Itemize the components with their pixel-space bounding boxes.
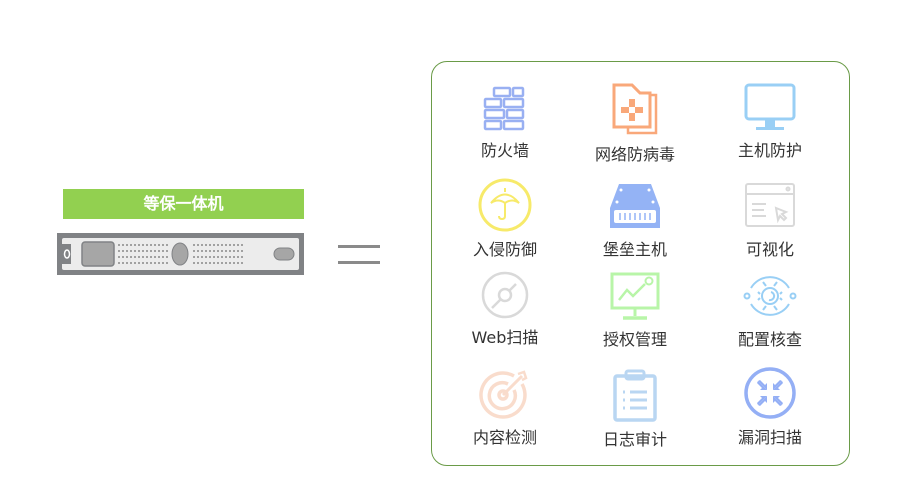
feature-bastion-host: 堡垒主机	[565, 180, 705, 260]
feature-label: 网络防病毒	[594, 145, 675, 164]
gear-orbit-icon	[743, 276, 797, 316]
feature-label: 主机防护	[737, 141, 802, 160]
monitor-icon	[744, 83, 796, 130]
feature-log-audit: 日志审计	[565, 368, 705, 450]
firewall-icon	[483, 86, 525, 131]
features-panel	[431, 61, 850, 466]
feature-label: 入侵防御	[472, 240, 537, 259]
feature-intrusion-prevention: 入侵防御	[435, 178, 575, 260]
feature-vulnerability-scan: 漏洞扫描	[700, 366, 840, 448]
feature-label: 可视化	[745, 240, 794, 259]
chart-monitor-icon	[610, 272, 660, 320]
equals-sign-top	[338, 245, 380, 248]
server-rack-icon	[57, 233, 304, 275]
umbrella-icon	[478, 178, 532, 232]
feature-authorization-management: 授权管理	[565, 272, 705, 350]
feature-label: 防火墙	[480, 141, 529, 160]
feature-label: 内容检测	[472, 428, 537, 447]
arrows-inward-icon	[744, 367, 796, 419]
feature-label: 授权管理	[602, 330, 667, 349]
feature-host-protection: 主机防护	[700, 83, 840, 161]
browser-window-icon	[745, 183, 795, 227]
feature-content-detection: 内容检测	[435, 368, 575, 448]
feature-label: 日志审计	[602, 430, 667, 449]
feature-antivirus: 网络防病毒	[565, 83, 705, 165]
compass-icon	[481, 271, 529, 319]
feature-label: 配置核查	[737, 330, 802, 349]
feature-label: 漏洞扫描	[737, 428, 802, 447]
feature-config-check: 配置核查	[700, 270, 840, 350]
target-icon	[479, 370, 528, 419]
device-label: 等保一体机	[63, 189, 304, 219]
feature-web-scan: Web扫描	[435, 270, 575, 348]
feature-label: Web扫描	[471, 328, 539, 347]
feature-label: 堡垒主机	[602, 240, 667, 259]
clipboard-icon	[613, 369, 657, 422]
feature-visualization: 可视化	[700, 180, 840, 260]
feature-firewall: 防火墙	[435, 83, 575, 161]
hard-drive-icon	[610, 184, 660, 228]
equals-sign-bottom	[338, 261, 380, 264]
antivirus-folder-icon	[612, 83, 658, 135]
